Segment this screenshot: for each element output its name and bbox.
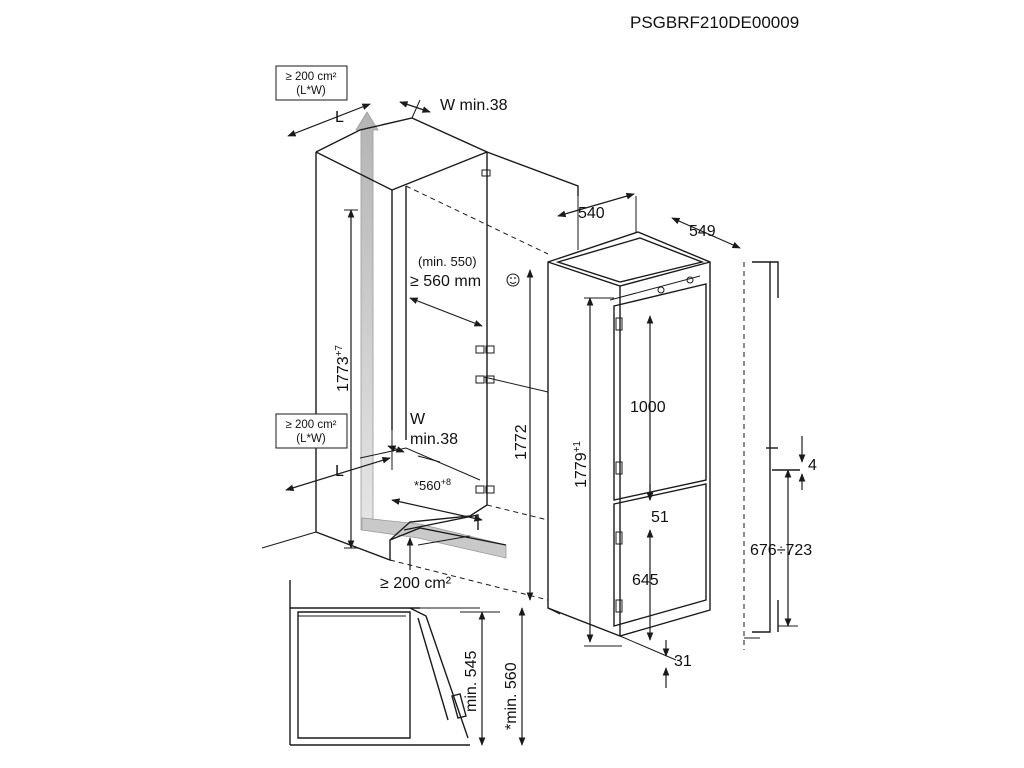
dim-549 (671, 217, 741, 249)
model-code: PSGBRF210DE00009 (630, 13, 799, 32)
label-niche-depth-tol: +8 (441, 477, 451, 487)
label-min550: (min. 550) (418, 254, 477, 269)
label-1000: 1000 (630, 399, 666, 416)
door-profile (743, 261, 800, 650)
label-31: 31 (674, 653, 692, 670)
label-1772: 1772 (513, 424, 530, 460)
dim-w-top (399, 101, 431, 113)
svg-text:1773+7: 1773+7 (334, 345, 352, 392)
svg-text:*560+8: *560+8 (414, 477, 451, 493)
label-w-bottom-w: W (410, 411, 426, 428)
label-niche-depth: *560 (414, 478, 441, 493)
vent-bottom-line1: ≥ 200 cm² (285, 419, 336, 431)
label-ge560: ≥ 560 mm (410, 273, 481, 290)
label-w-bottom-min: min.38 (410, 431, 458, 448)
vent-label-bottom: ≥ 200 cm² (L*W) (275, 413, 348, 449)
vent-bottom-line2: (L*W) (296, 433, 326, 445)
label-1779: 1779 (573, 452, 590, 488)
label-l-bottom: L (335, 463, 344, 480)
vent-top-line1: ≥ 200 cm² (285, 71, 336, 83)
appliance-body (547, 231, 711, 637)
vent-label-top: ≥ 200 cm² (L*W) (275, 65, 348, 101)
hinge-icons (475, 169, 495, 494)
dim-niche-depth (391, 498, 483, 522)
label-1773: 1773 (335, 356, 352, 392)
smiley-icon (506, 273, 520, 287)
label-l-top: L (335, 109, 344, 126)
label-min560: *min. 560 (503, 662, 520, 730)
label-549: 549 (689, 223, 716, 240)
label-4: 4 (808, 457, 817, 474)
label-51: 51 (651, 509, 669, 526)
dim-540 (557, 192, 635, 218)
svg-text:1779+1: 1779+1 (572, 441, 590, 488)
label-ge200: ≥ 200 cm² (380, 575, 452, 592)
label-645: 645 (632, 572, 659, 589)
dim-w-bottom (387, 445, 405, 453)
dim-l-top (287, 103, 371, 137)
label-540: 540 (578, 205, 605, 222)
label-w-top: W min.38 (440, 97, 508, 114)
side-view (289, 580, 500, 746)
label-676-723: 676÷723 (750, 542, 812, 559)
dim-560-depth (409, 297, 483, 327)
dim-l-bottom (285, 457, 391, 491)
label-1779-tol: +1 (572, 441, 583, 453)
label-min545: min. 545 (463, 651, 480, 712)
label-1773-tol: +7 (334, 345, 345, 357)
vent-top-line2: (L*W) (296, 85, 326, 97)
